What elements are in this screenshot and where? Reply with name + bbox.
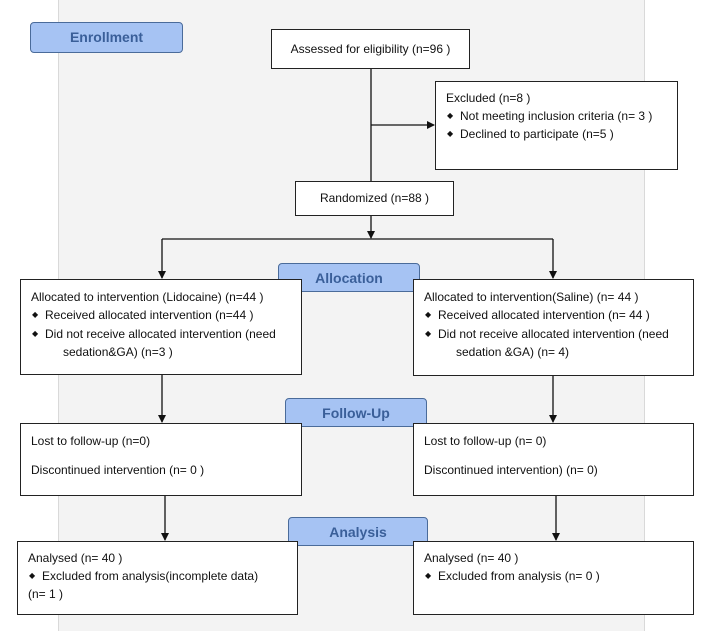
left-analysis-excluded: Excluded from analysis(incomplete data) (28, 567, 297, 585)
right-analysis-box: Analysed (n= 40 ) Excluded from analysis… (413, 541, 694, 615)
stage-label-enrollment: Enrollment (30, 22, 183, 53)
excluded-item-declined: Declined to participate (n=5 ) (446, 125, 677, 143)
right-followup-lost: Lost to follow-up (n= 0) (424, 434, 547, 448)
right-allocation-not-received-detail: sedation &GA) (n= 4) (456, 345, 570, 359)
randomized-box: Randomized (n=88 ) (295, 181, 454, 216)
right-allocation-received: Received allocated intervention (n= 44 ) (424, 306, 693, 324)
excluded-item-inclusion: Not meeting inclusion criteria (n= 3 ) (446, 107, 677, 125)
left-allocation-not-received-detail: sedation&GA) (n=3 ) (63, 345, 173, 359)
stage-label-analysis: Analysis (288, 517, 428, 546)
left-followup-lost: Lost to follow-up (n=0) (31, 434, 151, 448)
right-analysis-analysed: Analysed (n= 40 ) (424, 551, 519, 565)
left-allocation-received: Received allocated intervention (n=44 ) (31, 306, 301, 324)
left-allocation-box: Allocated to intervention (Lidocaine) (n… (20, 279, 302, 375)
randomized-text: Randomized (n=88 ) (319, 191, 430, 205)
left-analysis-excluded-count: (n= 1 ) (28, 587, 64, 601)
left-followup-discontinued: Discontinued intervention (n= 0 ) (31, 463, 205, 477)
left-allocation-title: Allocated to intervention (Lidocaine) (n… (31, 290, 264, 304)
right-allocation-title: Allocated to intervention(Saline) (n= 44… (424, 290, 639, 304)
stage-label-followup: Follow-Up (285, 398, 427, 427)
left-allocation-not-received: Did not receive allocated intervention (… (31, 325, 301, 343)
assessed-box: Assessed for eligibility (n=96 ) (271, 29, 470, 69)
left-analysis-analysed: Analysed (n= 40 ) (28, 551, 123, 565)
right-analysis-excluded: Excluded from analysis (n= 0 ) (424, 567, 693, 585)
right-allocation-not-received: Did not receive allocated intervention (… (424, 325, 693, 343)
right-followup-discontinued: Discontinued intervention) (n= 0) (424, 463, 598, 477)
left-analysis-box: Analysed (n= 40 ) Excluded from analysis… (17, 541, 298, 615)
right-followup-box: Lost to follow-up (n= 0) Discontinued in… (413, 423, 694, 496)
excluded-title: Excluded (n=8 ) (446, 91, 531, 105)
right-allocation-box: Allocated to intervention(Saline) (n= 44… (413, 279, 694, 376)
assessed-text: Assessed for eligibility (n=96 ) (290, 42, 451, 56)
left-followup-box: Lost to follow-up (n=0) Discontinued int… (20, 423, 302, 496)
excluded-box: Excluded (n=8 ) Not meeting inclusion cr… (435, 81, 678, 170)
